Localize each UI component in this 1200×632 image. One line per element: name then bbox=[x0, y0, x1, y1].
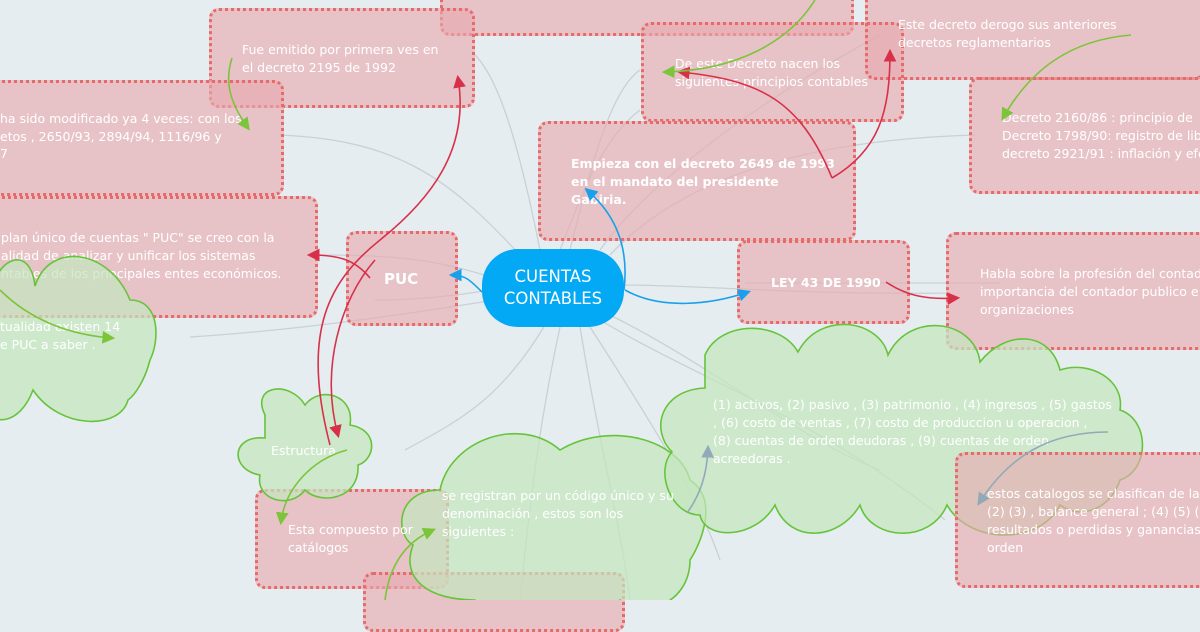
node-clases-line2: , (6) costo de ventas , (7) costo de pro… bbox=[713, 415, 1088, 430]
node-modificado-line2: etos , 2650/93, 2894/94, 1116/96 y bbox=[0, 129, 222, 144]
node-clases-line1: (1) activos, (2) pasivo , (3) patrimonio… bbox=[713, 397, 1112, 412]
node-registran-line3: siguientes : bbox=[442, 524, 515, 539]
arrow-derogo-to-decretos bbox=[1001, 34, 1132, 121]
arrow-bottom-to-registran bbox=[384, 527, 436, 600]
node-modificado-line3: 7 bbox=[0, 146, 8, 161]
node-derogo-line2: decretos reglamentarios bbox=[898, 35, 1051, 50]
node-decreto-2649[interactable]: Empieza con el decreto 2649 de 1993 en e… bbox=[538, 121, 856, 241]
node-modificado-line1: ha sido modificado ya 4 veces: con los bbox=[0, 111, 242, 126]
node-catalogos-line2: (2) (3) , balance general ; (4) (5) ( bbox=[987, 504, 1200, 519]
arrow-central-to-ley bbox=[624, 289, 752, 305]
node-ley-43-label: LEY 43 DE 1990 bbox=[771, 275, 881, 290]
arrow-emitido-to-modificado bbox=[227, 57, 250, 131]
node-habla[interactable]: Habla sobre la profesión del contad impo… bbox=[946, 232, 1200, 350]
node-clases-line3: (8) cuentas de orden deudoras , (9) cuen… bbox=[713, 433, 1050, 448]
arrow-top-to-nacen bbox=[661, 0, 816, 79]
node-decreto-2649-line2: en el mandato del presidente bbox=[571, 174, 779, 189]
cloud-actualidad bbox=[0, 255, 157, 423]
node-habla-line2: importancia del contador publico e bbox=[980, 284, 1199, 299]
relationship-arrows bbox=[0, 0, 1132, 600]
node-derogo-line1: Este decreto derogo sus anteriores bbox=[898, 17, 1117, 32]
node-catalogos-line3: resultados o perdidas y ganancias bbox=[987, 522, 1200, 537]
node-registran-line1: se registran por un código único y su bbox=[442, 488, 674, 503]
connector-line bbox=[279, 134, 521, 256]
node-decretos[interactable]: Decreto 2160/86 : principio de Decreto 1… bbox=[969, 77, 1200, 194]
arrow-estructura-to-compuesto bbox=[275, 449, 348, 526]
node-habla-line1: Habla sobre la profesión del contad bbox=[980, 266, 1200, 281]
node-decretos-line3: decreto 2921/91 : inflación y efe bbox=[1002, 146, 1200, 161]
node-emitido-line2: el decreto 2195 de 1992 bbox=[242, 60, 396, 75]
connector-line bbox=[474, 54, 541, 251]
arrow-central-to-puc bbox=[448, 268, 483, 293]
node-clases-line4: acreedoras . bbox=[713, 451, 791, 466]
node-compuesto-line2: catálogos bbox=[288, 540, 349, 555]
arrow-plan-to-actualidad bbox=[0, 289, 116, 344]
node-catalogos-line4: orden bbox=[987, 540, 1024, 555]
central-topic-line2: CONTABLES bbox=[503, 289, 603, 308]
arrow-puc-to-plan bbox=[306, 248, 371, 279]
node-compuesto-line1: Esta compuesto por bbox=[288, 522, 413, 537]
arrow-decreto-to-derogo bbox=[831, 48, 897, 179]
node-decreto-2649-line1: Empieza con el decreto 2649 de 1993 bbox=[571, 156, 835, 171]
node-plan-unico-line1: plan único de cuentas " PUC" se creo con… bbox=[1, 230, 275, 245]
node-emitido[interactable]: Fue emitido por primera ves en el decret… bbox=[209, 8, 475, 108]
arrow-ley-to-habla bbox=[885, 281, 961, 305]
node-nacen-line2: siguientes principios contables bbox=[675, 74, 868, 89]
node-nacen-line1: De este Decreto nacen los bbox=[675, 56, 840, 71]
central-topic[interactable]: CUENTAS CONTABLES bbox=[482, 249, 624, 327]
node-modificado[interactable]: ha sido modificado ya 4 veces: con los e… bbox=[0, 80, 284, 196]
node-emitido-line1: Fue emitido por primera ves en bbox=[242, 42, 439, 57]
node-catalogos[interactable]: estos catalogos se clasifican de la (2) … bbox=[955, 452, 1200, 588]
central-topic-line1: CUENTAS bbox=[514, 267, 592, 286]
node-decretos-line1: Decreto 2160/86 : principio de bbox=[1002, 110, 1193, 125]
arrow-registran-to-clases bbox=[686, 444, 715, 514]
connector-line bbox=[404, 324, 546, 451]
node-estructura-label[interactable]: Estructura bbox=[271, 443, 336, 458]
arrow-puc-to-estructura bbox=[329, 259, 376, 439]
arrow-puc-to-emitido bbox=[317, 74, 466, 446]
node-registran-line2: denominación , estos son los bbox=[442, 506, 624, 521]
node-puc-label: PUC bbox=[384, 270, 419, 288]
node-actualidad-line2: e PUC a saber . bbox=[0, 337, 96, 352]
arrow-clases-to-catalogos bbox=[977, 431, 1109, 506]
cloud-estructura bbox=[237, 388, 373, 502]
cloud-registran bbox=[401, 433, 707, 600]
node-catalogos-line1: estos catalogos se clasifican de la bbox=[987, 486, 1200, 501]
arrow-central-to-decreto bbox=[584, 187, 626, 291]
node-puc[interactable]: PUC bbox=[346, 231, 458, 326]
node-habla-line3: organizaciones bbox=[980, 302, 1074, 317]
node-actualidad-line1: tualidad existen 14 bbox=[0, 319, 121, 334]
node-decretos-line2: Decreto 1798/90: registro de lib bbox=[1002, 128, 1200, 143]
node-ley-43[interactable]: LEY 43 DE 1990 bbox=[737, 240, 910, 324]
arrow-decreto-to-nacen bbox=[676, 66, 833, 179]
